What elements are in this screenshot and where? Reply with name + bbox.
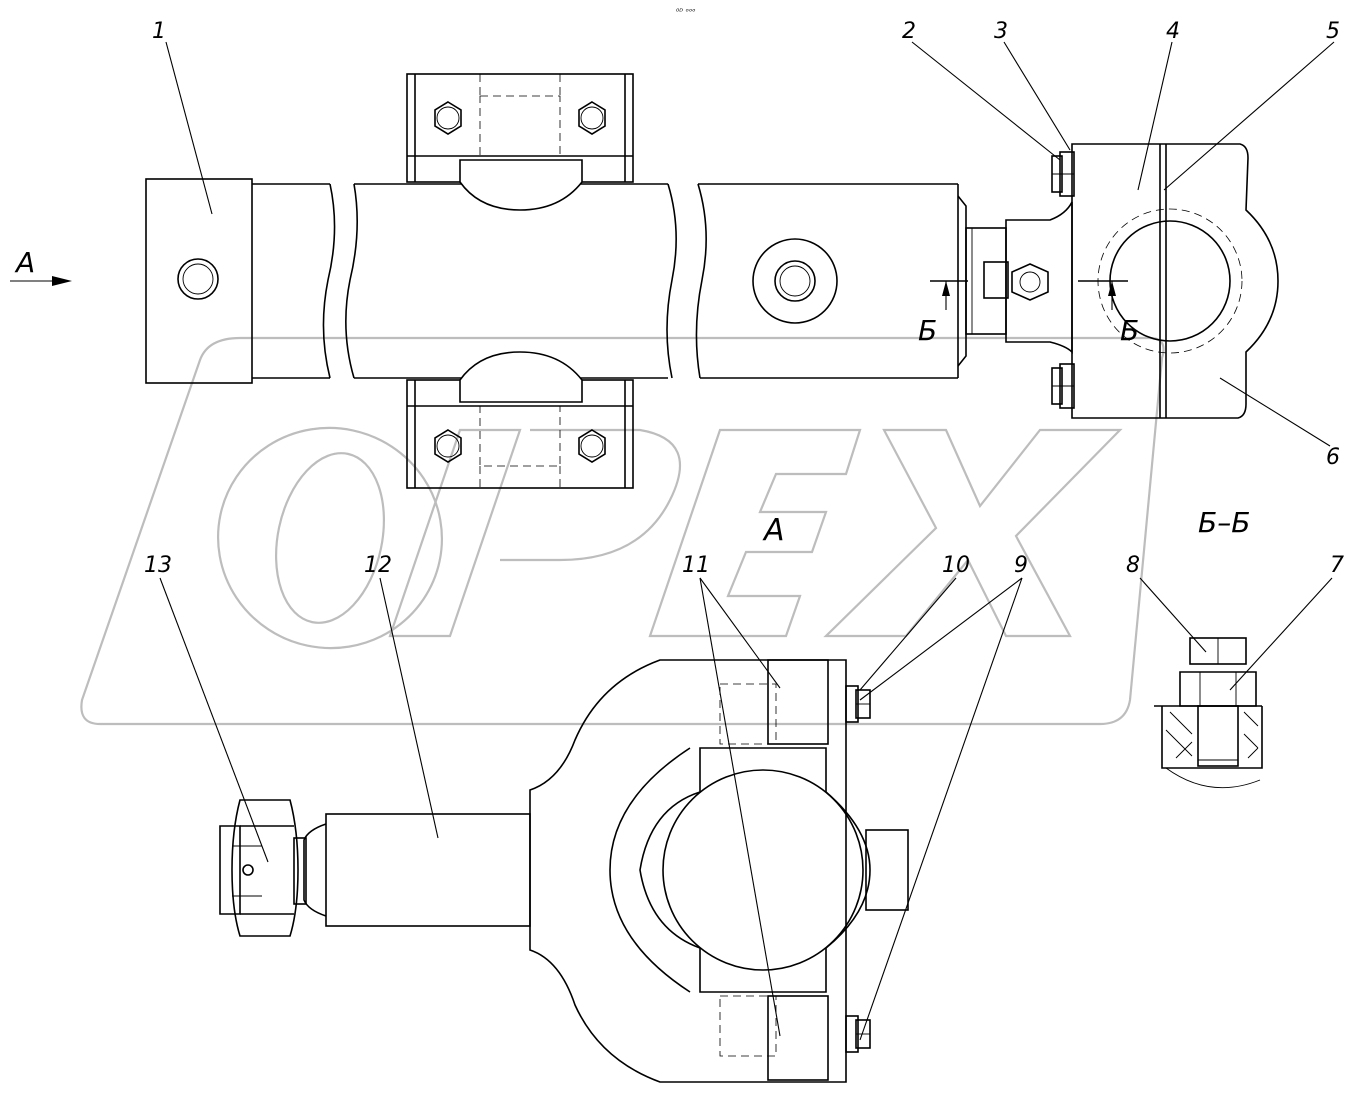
view-arrow — [52, 276, 72, 286]
callout-10: 10 — [942, 553, 970, 578]
lower-bracket — [406, 351, 634, 489]
callout-2: 2 — [902, 19, 916, 44]
callout-6: 6 — [1326, 445, 1340, 470]
view-a-title: А — [762, 513, 785, 548]
section-mark-right: Б — [1120, 314, 1139, 347]
view-a-assembly — [529, 659, 909, 1083]
callout-12: 12 — [364, 553, 392, 578]
callout-labels: 1 2 3 4 5 6 7 8 9 10 11 12 13 — [144, 19, 1344, 578]
watermark-logo — [80, 336, 1165, 726]
callout-3: 3 — [994, 19, 1008, 44]
shaft-body — [252, 183, 959, 379]
callout-8: 8 — [1126, 553, 1140, 578]
sleeve-part-1 — [145, 178, 253, 384]
callout-9: 9 — [1014, 553, 1028, 578]
tie-rod-end — [219, 799, 531, 937]
bolt-head-left — [177, 258, 219, 300]
callout-11: 11 — [682, 553, 710, 578]
section-mark-left: Б — [918, 314, 937, 347]
callout-leaders — [159, 41, 1335, 1041]
upper-bracket — [406, 73, 634, 211]
callout-1: 1 — [152, 19, 166, 44]
section-bb-detail — [1154, 637, 1263, 789]
callout-13: 13 — [144, 553, 172, 578]
callout-7: 7 — [1330, 553, 1344, 578]
arrow-a-label: А — [14, 246, 35, 279]
header-mark: ⁰ᴰ ᵒᵒᵒ — [676, 7, 696, 16]
clamp-assembly — [930, 143, 1279, 419]
callout-5: 5 — [1326, 19, 1340, 44]
section-bb-title: Б–Б — [1198, 506, 1250, 539]
callout-4: 4 — [1166, 19, 1180, 44]
